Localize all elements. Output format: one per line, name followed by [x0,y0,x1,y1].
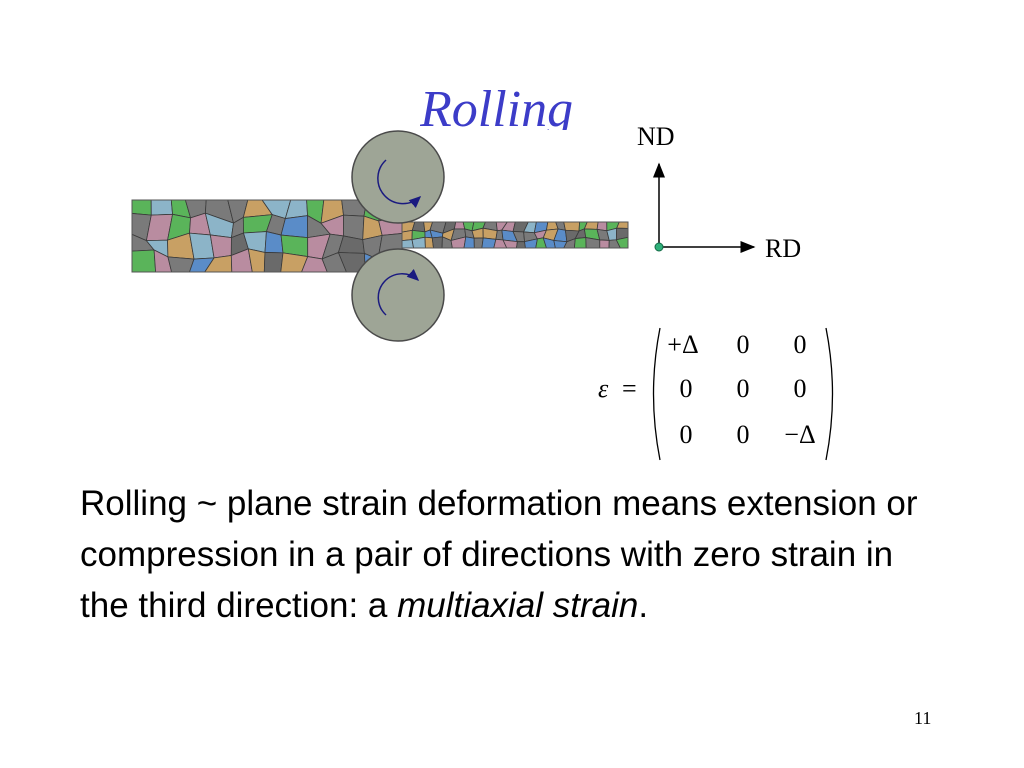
grain [131,249,157,273]
grain [280,215,309,239]
matrix-cell: −Δ [784,420,816,449]
matrix-cell: 0 [736,330,750,359]
matrix-cell: 0 [793,330,807,359]
grain [401,239,415,249]
strain-matrix: ε = +Δ 0 0 0 0 0 0 0 −Δ [598,322,843,462]
body-text-end: . [638,586,649,625]
matrix-brackets [652,327,834,461]
body-text: Rolling ~ plane strain deformation means… [80,478,940,631]
grain [599,239,610,249]
matrix-right-bracket [825,327,834,461]
page-number: 11 [914,708,932,728]
grain [411,236,426,249]
lower-rotation-arrow-icon [377,269,420,316]
matrix-cell: 0 [793,374,807,403]
grain [150,199,173,216]
matrix-left-bracket [652,327,661,461]
matrix-cell: 0 [736,374,750,403]
epsilon-symbol: ε [598,374,609,403]
thin-sheet-outline [401,221,629,249]
grain [343,214,365,241]
matrix-cell: 0 [736,420,750,449]
body-text-emphasis: multiaxial strain [397,586,639,625]
matrix-cell: 0 [679,374,693,403]
grain [263,252,284,273]
grain [563,221,580,232]
matrix-cell: 0 [679,420,693,449]
rd-label: RD [765,234,802,263]
grain [516,241,526,249]
axis-origin [654,242,664,252]
thick-sheet [131,199,403,273]
upper-rotation-arrow-icon [377,159,422,208]
nd-label: ND [637,122,675,151]
lower-roller [351,248,445,342]
grain [583,221,599,230]
grain [463,236,475,249]
equals-sign: = [622,374,637,403]
grain [264,231,284,254]
slide-title: Rolling [420,81,574,130]
grain [431,236,443,249]
grain [209,234,232,259]
grain [573,237,587,249]
thin-sheet [401,221,629,249]
grain [401,229,413,242]
matrix-cell: +Δ [667,330,699,359]
body-text-main: Rolling ~ plane strain deformation means… [80,484,918,625]
upper-roller [351,130,445,224]
grain [131,199,152,216]
